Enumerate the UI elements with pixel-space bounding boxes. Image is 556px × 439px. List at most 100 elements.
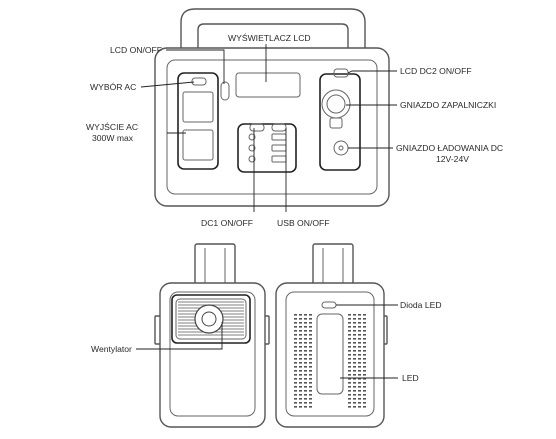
vent-hole xyxy=(353,334,356,336)
leader-lcd-on-off xyxy=(166,49,225,84)
ac-outlet-1[interactable] xyxy=(182,91,214,123)
vent-hole xyxy=(348,370,351,372)
vent-hole xyxy=(299,398,302,400)
vent-hole xyxy=(358,370,361,372)
label-wyjscie-ac-line2: 300W max xyxy=(92,133,134,143)
vent-hole xyxy=(299,386,302,388)
vent-hole xyxy=(309,342,312,344)
vent-hole xyxy=(294,334,297,336)
vent-hole xyxy=(294,402,297,404)
vent-hole xyxy=(299,390,302,392)
vent-hole xyxy=(309,378,312,380)
vent-hole xyxy=(363,342,366,344)
label-gniazdo-zapalniczki: GNIAZDO ZAPALNICZKI xyxy=(400,100,496,110)
vent-hole xyxy=(353,366,356,368)
vent-hole xyxy=(299,406,302,408)
vent-hole xyxy=(363,330,366,332)
vent-hole xyxy=(299,402,302,404)
vent-hole xyxy=(304,358,307,360)
vent-hole xyxy=(299,314,302,316)
vent-hole xyxy=(348,402,351,404)
vent-hole xyxy=(309,334,312,336)
ac-select-button[interactable] xyxy=(191,77,207,86)
vent-hole xyxy=(358,386,361,388)
vent-hole xyxy=(294,362,297,364)
vent-hole xyxy=(348,398,351,400)
usb-button[interactable] xyxy=(271,123,287,132)
vent-hole xyxy=(358,406,361,408)
vent-hole xyxy=(309,358,312,360)
vent-hole xyxy=(353,406,356,408)
front-bezel xyxy=(166,59,378,195)
vent-hole xyxy=(304,338,307,340)
vent-hole xyxy=(358,330,361,332)
vent-hole xyxy=(353,378,356,380)
label-gniazdo-ladowania-line2: 12V-24V xyxy=(436,154,469,164)
vent-hole xyxy=(348,318,351,320)
vent-hole xyxy=(358,354,361,356)
vent-hole xyxy=(348,394,351,396)
vent-hole xyxy=(348,386,351,388)
vent-hole xyxy=(309,338,312,340)
vent-hole xyxy=(294,330,297,332)
vent-hole xyxy=(294,374,297,376)
vent-hole xyxy=(353,322,356,324)
dc-port-2[interactable] xyxy=(248,144,256,152)
vent-hole xyxy=(348,346,351,348)
vent-hole xyxy=(358,346,361,348)
vent-hole xyxy=(363,378,366,380)
vent-hole xyxy=(299,378,302,380)
vent-holes-left xyxy=(294,314,312,408)
vent-hole xyxy=(299,318,302,320)
vent-hole xyxy=(294,382,297,384)
label-lcd-dc2: LCD DC2 ON/OFF xyxy=(400,66,472,76)
vent-hole xyxy=(358,338,361,340)
vent-hole xyxy=(304,398,307,400)
vent-hole xyxy=(363,358,366,360)
vent-hole xyxy=(304,378,307,380)
vent-hole xyxy=(304,354,307,356)
ac-outlet-2[interactable] xyxy=(182,129,214,161)
vent-hole xyxy=(299,366,302,368)
vent-hole xyxy=(363,402,366,404)
vent-hole xyxy=(299,370,302,372)
vent-hole xyxy=(353,370,356,372)
vent-hole xyxy=(294,386,297,388)
vent-hole xyxy=(358,334,361,336)
lcd-on-off-switch[interactable] xyxy=(220,81,230,101)
vent-hole xyxy=(353,386,356,388)
vent-hole xyxy=(309,354,312,356)
side-panel xyxy=(285,291,375,417)
vent-hole xyxy=(348,326,351,328)
vent-hole xyxy=(304,350,307,352)
front-labels: LCD ON/OFF WYBÓR AC WYJŚCIE AC 300W max … xyxy=(86,32,503,228)
vent-hole xyxy=(363,322,366,324)
vent-hole xyxy=(348,350,351,352)
vent-hole xyxy=(348,330,351,332)
vent-hole xyxy=(363,350,366,352)
vent-hole xyxy=(304,366,307,368)
label-wybor-ac: WYBÓR AC xyxy=(90,82,136,92)
dc-charge-port-pin xyxy=(338,145,344,151)
vent-hole xyxy=(353,374,356,376)
vent-hole xyxy=(309,374,312,376)
ac-panel xyxy=(177,72,219,170)
dc-port-3[interactable] xyxy=(248,155,256,163)
vent-hole xyxy=(304,394,307,396)
vent-hole xyxy=(358,382,361,384)
vent-hole xyxy=(358,326,361,328)
back-view xyxy=(154,243,270,428)
vent-hole xyxy=(348,406,351,408)
vent-hole xyxy=(294,322,297,324)
vent-hole xyxy=(363,314,366,316)
front-view xyxy=(154,8,390,207)
dc-usb-panel xyxy=(237,123,297,173)
dc-port-1[interactable] xyxy=(248,133,256,141)
vent-hole xyxy=(309,366,312,368)
vent-hole xyxy=(363,334,366,336)
vent-hole xyxy=(358,378,361,380)
label-wentylator: Wentylator xyxy=(91,344,132,354)
vent-hole xyxy=(304,370,307,372)
dc1-button[interactable] xyxy=(249,123,265,132)
